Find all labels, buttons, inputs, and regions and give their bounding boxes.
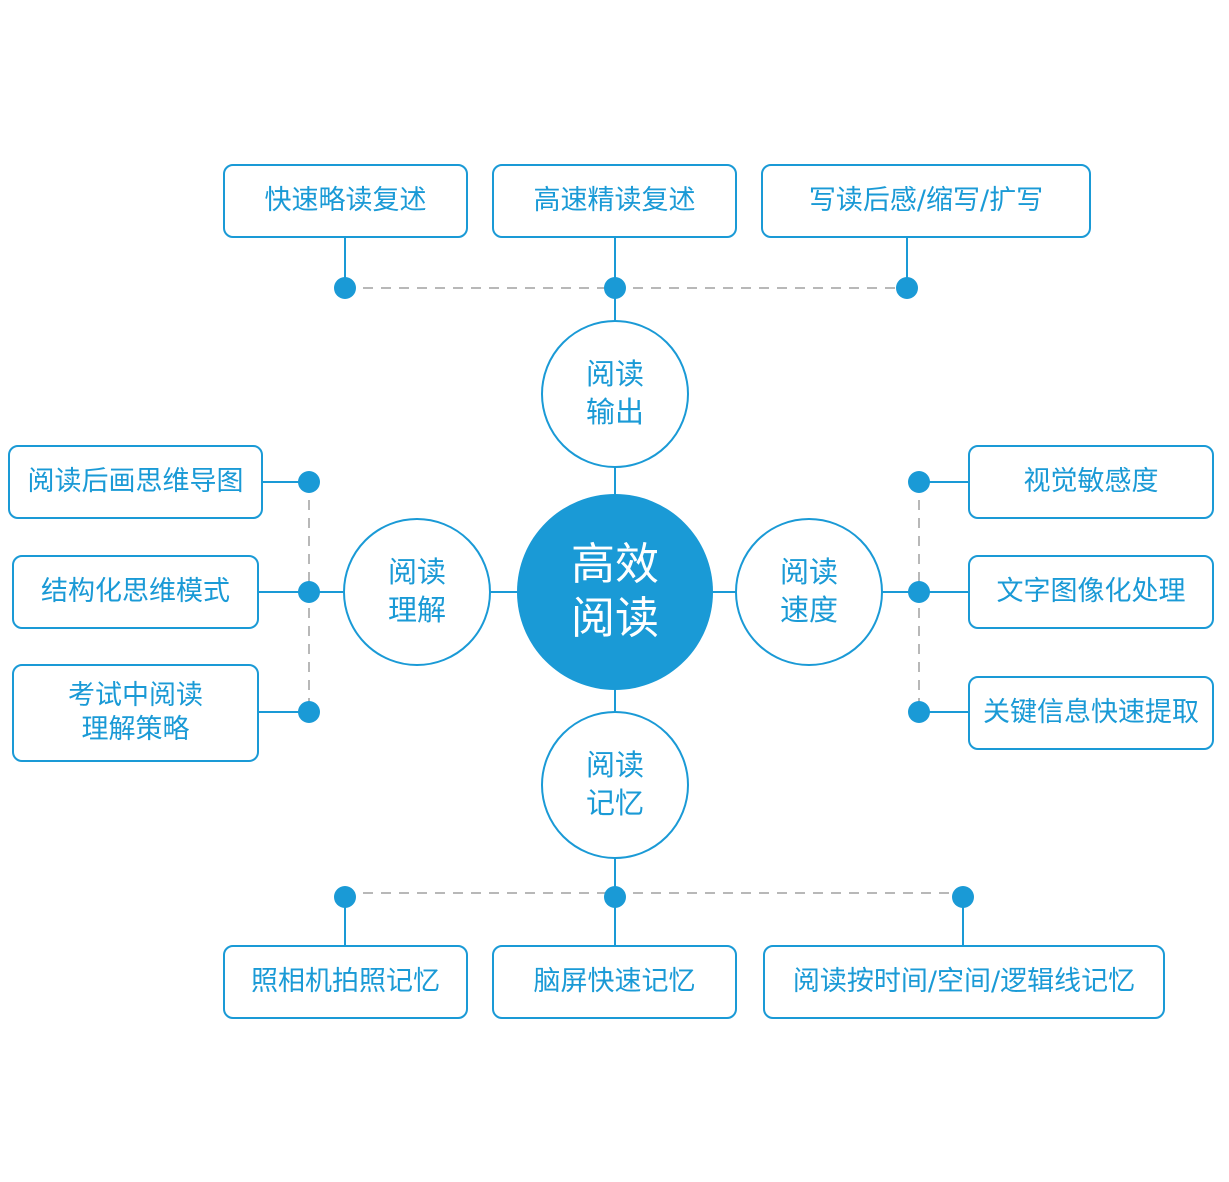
leaf-photo-memory: 照相机拍照记忆 (223, 945, 468, 1019)
leaf-intensive-retell: 高速精读复述 (492, 164, 737, 238)
branch-node-comprehension: 阅读 理解 (343, 518, 491, 666)
branch-node-memory: 阅读 记忆 (541, 711, 689, 859)
leaf-brain-screen-memory: 脑屏快速记忆 (492, 945, 737, 1019)
leaf-exam-strategy: 考试中阅读 理解策略 (12, 664, 259, 762)
leaf-text-imagery: 文字图像化处理 (968, 555, 1214, 629)
leaf-timeline-memory: 阅读按时间/空间/逻辑线记忆 (763, 945, 1165, 1019)
branch-node-output: 阅读 输出 (541, 320, 689, 468)
leaf-visual-sensitivity: 视觉敏感度 (968, 445, 1214, 519)
leaf-skim-retell: 快速略读复述 (223, 164, 468, 238)
branch-node-speed: 阅读 速度 (735, 518, 883, 666)
center-node: 高效 阅读 (517, 494, 713, 690)
leaf-write-review: 写读后感/缩写/扩写 (761, 164, 1091, 238)
leaf-mind-map: 阅读后画思维导图 (8, 445, 263, 519)
leaf-structured-thinking: 结构化思维模式 (12, 555, 259, 629)
leaf-key-info: 关键信息快速提取 (968, 676, 1214, 750)
